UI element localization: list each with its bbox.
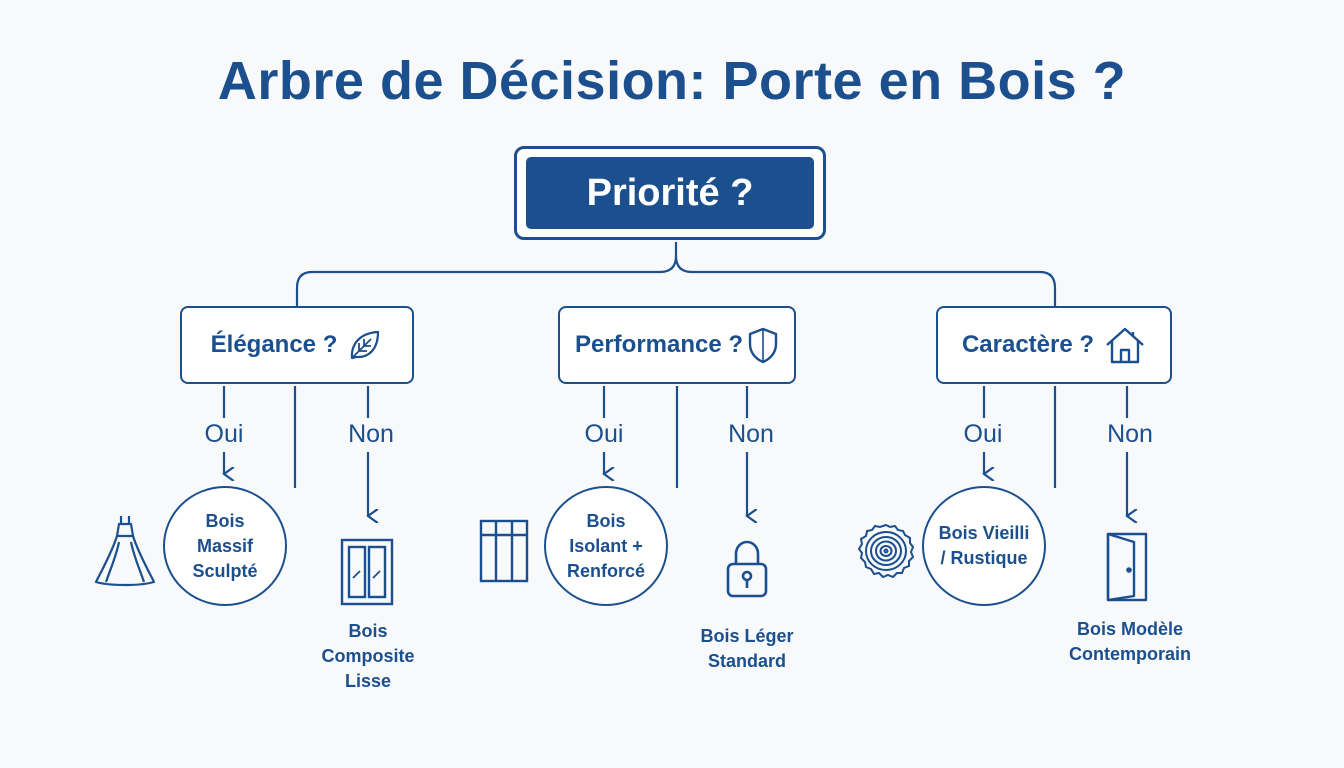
shield-icon [748, 327, 778, 364]
diagram-title: Arbre de Décision: Porte en Bois ? [217, 51, 1127, 111]
root-node-label: Priorité ? [526, 157, 814, 229]
question-label: Caractère ? [961, 331, 1095, 358]
leaf-icon [351, 330, 380, 360]
result-node-yes: Bois Vieilli / Rustique [922, 486, 1046, 606]
branch-no-label: Non [1107, 420, 1153, 448]
question-label: Performance ? [574, 331, 744, 358]
result-label-no: Bois Léger Standard [700, 626, 794, 671]
padlock-icon [726, 540, 768, 598]
panel-door-icon [479, 519, 529, 583]
question-node-elegance: Élégance ? [180, 306, 414, 384]
result-label: Bois Massif Sculpté [192, 510, 258, 581]
result-node-yes: Bois Massif Sculpté [163, 486, 287, 606]
branch-no-label: Non [348, 420, 394, 448]
result-node-yes: Bois Isolant + Renforcé [544, 486, 668, 606]
branch-yes-label: Oui [584, 420, 624, 448]
branch-no-label: Non [728, 420, 774, 448]
tree-rings-icon [857, 523, 915, 578]
result-label-no: Bois Composite Lisse [321, 621, 415, 691]
root-connector [295, 242, 678, 306]
result-label: Bois Isolant + Renforcé [566, 510, 646, 581]
dress-icon [94, 516, 156, 587]
branch-yes-label: Oui [204, 420, 244, 448]
window-icon [340, 538, 394, 606]
question-node-performance: Performance ? [558, 306, 796, 384]
branch-yes-label: Oui [963, 420, 1003, 448]
result-label: Bois Vieilli / Rustique [938, 523, 1030, 568]
result-label-no: Bois Modèle Contemporain [1068, 619, 1191, 664]
open-door-icon [1106, 532, 1148, 602]
question-label: Élégance ? [210, 331, 338, 358]
root-node: Priorité ? [514, 146, 826, 240]
house-icon [1106, 327, 1144, 364]
question-node-caractere: Caractère ? [936, 306, 1172, 384]
